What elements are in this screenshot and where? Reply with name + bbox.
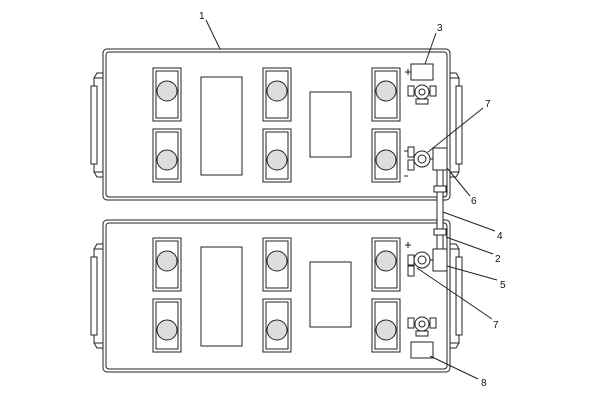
callout-7-top: 7 <box>485 99 491 110</box>
cable-clamp-bottom <box>432 248 448 272</box>
cell-cap <box>152 67 182 122</box>
label-panel <box>309 91 352 158</box>
battery-top <box>90 48 463 201</box>
callout-6: 6 <box>471 196 477 207</box>
label-panel <box>200 76 243 176</box>
cell-cap <box>262 67 292 122</box>
cell-cap <box>152 128 182 183</box>
cell-cap <box>371 298 401 353</box>
terminal-ring-top <box>404 146 433 177</box>
callout-7-bottom: 7 <box>493 320 499 331</box>
handle-right-bottom <box>450 243 463 349</box>
cable-clamp-top <box>432 147 448 171</box>
cell-cap <box>262 128 292 183</box>
callout-1: 1 <box>199 11 205 22</box>
callout-3: 3 <box>437 23 443 34</box>
cell-cap <box>371 128 401 183</box>
handle-left-bottom <box>90 243 103 349</box>
cell-cap <box>371 67 401 122</box>
battery-bottom <box>90 219 463 373</box>
cell-cap <box>152 237 182 292</box>
leader-lines <box>205 19 498 380</box>
label-panel <box>200 246 243 347</box>
cell-cap <box>262 237 292 292</box>
cell-cap <box>371 237 401 292</box>
handle-left-top <box>90 72 103 178</box>
connecting-strap <box>433 169 447 250</box>
cell-cap <box>262 298 292 353</box>
terminal-clamp-bottom <box>407 316 437 359</box>
handle-right-top <box>450 72 463 178</box>
terminal-ring-bottom <box>405 242 433 277</box>
callout-8: 8 <box>481 378 487 389</box>
cell-cap <box>152 298 182 353</box>
label-panel <box>309 261 352 328</box>
terminal-clamp-top <box>405 63 437 105</box>
callout-5: 5 <box>500 280 506 291</box>
callout-4: 4 <box>497 231 503 242</box>
callout-2: 2 <box>495 254 501 265</box>
